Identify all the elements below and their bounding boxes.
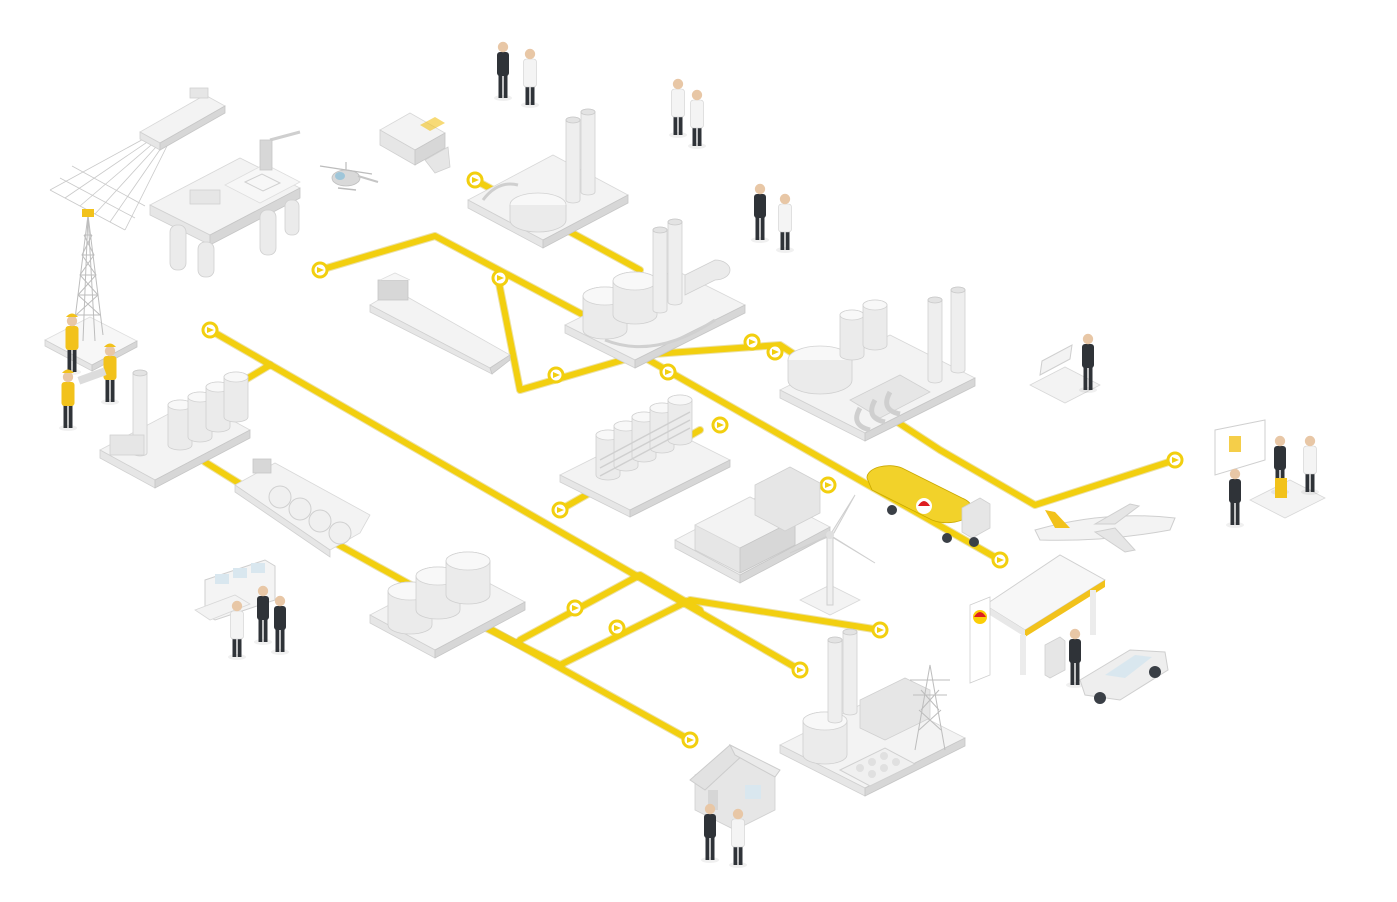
- pipeline-junction-node: [311, 261, 329, 279]
- pipeline-junction-node: [819, 476, 837, 494]
- offshore-platform-icon: [149, 130, 301, 278]
- pipeline-junction-node: [681, 731, 699, 749]
- control-room-icon: [194, 559, 289, 661]
- pipeline-junction-node: [551, 501, 569, 519]
- airplane-icon: [1034, 503, 1176, 553]
- seismic-survey-ship-icon: [49, 87, 226, 231]
- gas-processing-plant-icon: [99, 369, 251, 489]
- pipeline-junction-node: [766, 343, 784, 361]
- pipeline-junction-node: [608, 619, 626, 637]
- pipeline-junction-node: [659, 363, 677, 381]
- pipeline-junction-node: [791, 661, 809, 679]
- fuel-tanker-truck-icon: [866, 465, 991, 547]
- refinery-icon: [564, 218, 746, 369]
- wind-turbine-icon: [789, 494, 876, 616]
- pipeline-junction-node: [711, 416, 729, 434]
- car-icon: [1079, 649, 1169, 704]
- chemical-plant-icon: [559, 394, 731, 518]
- shell-service-station-icon: [969, 554, 1106, 688]
- business-people-icon: [494, 41, 540, 109]
- business-people-icon: [751, 183, 795, 254]
- helicopter-icon: [319, 162, 379, 191]
- gas-to-liquids-plant-icon: [674, 466, 831, 584]
- engineer-desk-icon: [1029, 333, 1101, 404]
- pipeline-junction-node: [871, 621, 889, 639]
- drilling-rig-icon: [44, 209, 138, 372]
- mining-truck-icon: [379, 112, 451, 174]
- pipeline-junction-node: [466, 171, 484, 189]
- pipeline-junction-node: [547, 366, 565, 384]
- power-station-icon: [779, 628, 966, 797]
- pipeline-junction-node: [566, 599, 584, 617]
- pipeline-junction-node: [491, 269, 509, 287]
- storage-tanks-icon: [369, 551, 526, 659]
- electricity-pylon-icon: [910, 664, 950, 751]
- pipeline-junction-node: [743, 333, 761, 351]
- pipeline-junction-node: [991, 551, 1009, 569]
- oil-workers-icon: [59, 313, 119, 431]
- pipeline-junction-node: [201, 321, 219, 339]
- oil-tanker-icon: [369, 272, 511, 375]
- house-icon: [689, 743, 781, 869]
- upstream-refinery-icon: [467, 108, 629, 249]
- power-plant-icon: [779, 286, 976, 442]
- lng-carrier-ship-icon: [234, 458, 371, 558]
- laboratory-scientists-icon: [668, 78, 707, 150]
- pipeline-junction-node: [1166, 451, 1184, 469]
- presentation-board-icon: [1214, 419, 1326, 528]
